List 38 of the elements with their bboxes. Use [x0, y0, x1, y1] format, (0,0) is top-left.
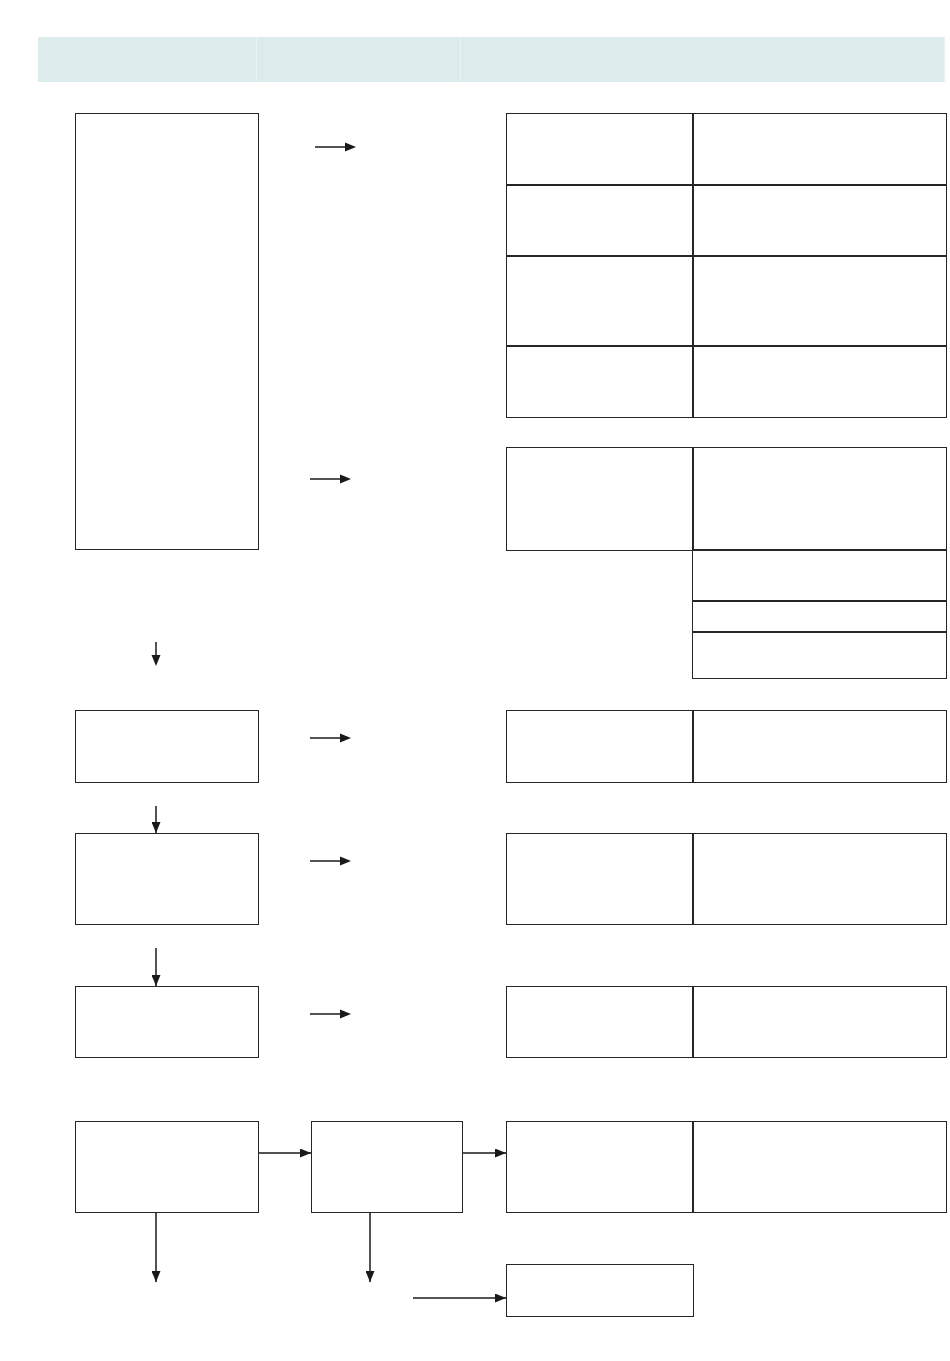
arrow — [151, 947, 161, 987]
process-box — [311, 1121, 463, 1213]
process-box — [506, 986, 694, 1058]
process-box — [75, 833, 259, 925]
process-box — [75, 986, 259, 1058]
process-box — [506, 447, 694, 551]
process-box — [692, 549, 947, 602]
process-box — [692, 255, 947, 347]
process-box — [506, 710, 694, 783]
process-box — [692, 986, 947, 1058]
process-box — [692, 184, 947, 257]
process-box — [692, 345, 947, 418]
arrow — [257, 1148, 312, 1158]
arrow — [151, 1211, 161, 1283]
process-box — [692, 1121, 947, 1213]
process-box — [692, 631, 947, 679]
arrow — [151, 805, 161, 834]
process-box — [75, 1121, 259, 1213]
arrow — [412, 1293, 507, 1303]
header-band-cell — [461, 37, 945, 82]
process-box — [75, 710, 259, 783]
process-box — [506, 833, 694, 925]
header-band-cell — [257, 37, 461, 82]
process-box — [692, 710, 947, 783]
arrow — [461, 1148, 507, 1158]
process-box — [506, 1264, 694, 1317]
process-box — [692, 113, 947, 186]
header-band-cell — [38, 37, 257, 82]
process-box — [506, 345, 694, 418]
process-box — [692, 447, 947, 551]
arrow — [365, 1211, 375, 1283]
process-box — [506, 255, 694, 347]
process-box — [75, 113, 259, 550]
process-box — [506, 184, 694, 257]
process-box — [506, 113, 694, 186]
process-box — [692, 833, 947, 925]
process-box — [506, 1121, 694, 1213]
process-box — [692, 600, 947, 633]
